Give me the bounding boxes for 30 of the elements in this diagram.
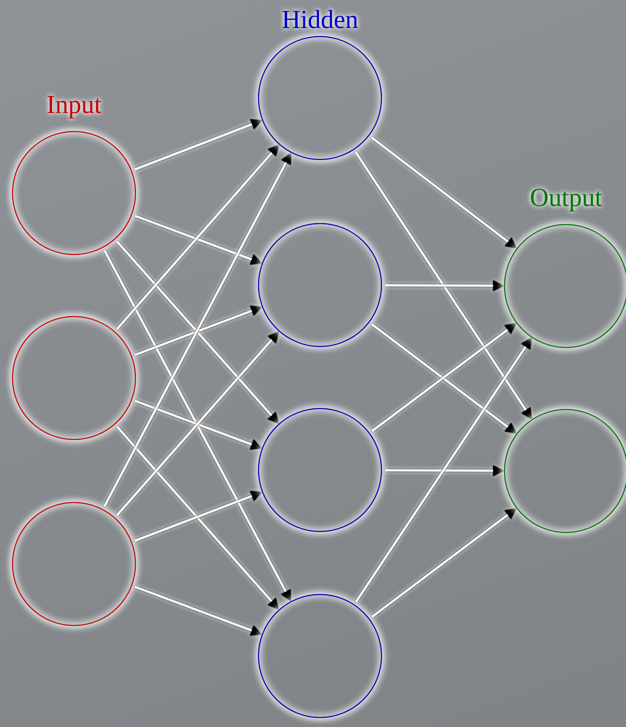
neuron-circle xyxy=(12,316,136,440)
neuron-circle xyxy=(504,409,626,533)
arrow xyxy=(134,214,262,265)
neuron-circle xyxy=(258,223,382,347)
layer-heading: Hidden xyxy=(282,5,358,35)
neuron-circle xyxy=(258,594,382,718)
arrow xyxy=(116,426,280,610)
arrow xyxy=(354,152,532,420)
neuron-circle xyxy=(504,224,626,348)
arrow xyxy=(355,338,532,602)
neuron-circle xyxy=(12,131,136,255)
neuron-circle xyxy=(12,502,136,626)
arrow xyxy=(134,119,262,171)
arrow xyxy=(370,136,517,249)
arrow xyxy=(134,490,262,542)
arrow xyxy=(134,586,262,636)
arrow xyxy=(103,152,292,508)
neuron-circle xyxy=(258,36,382,160)
arrow xyxy=(104,250,292,602)
arrow xyxy=(116,240,279,424)
arrow xyxy=(385,280,504,292)
arrow xyxy=(116,331,280,516)
arrow xyxy=(134,400,262,450)
layer-heading: Input xyxy=(46,90,102,120)
neuron-circle xyxy=(258,408,382,532)
arrow xyxy=(134,306,262,356)
arrow xyxy=(385,465,504,476)
arrow xyxy=(116,144,280,330)
layer-heading: Output xyxy=(530,183,602,213)
arrow xyxy=(371,508,517,618)
